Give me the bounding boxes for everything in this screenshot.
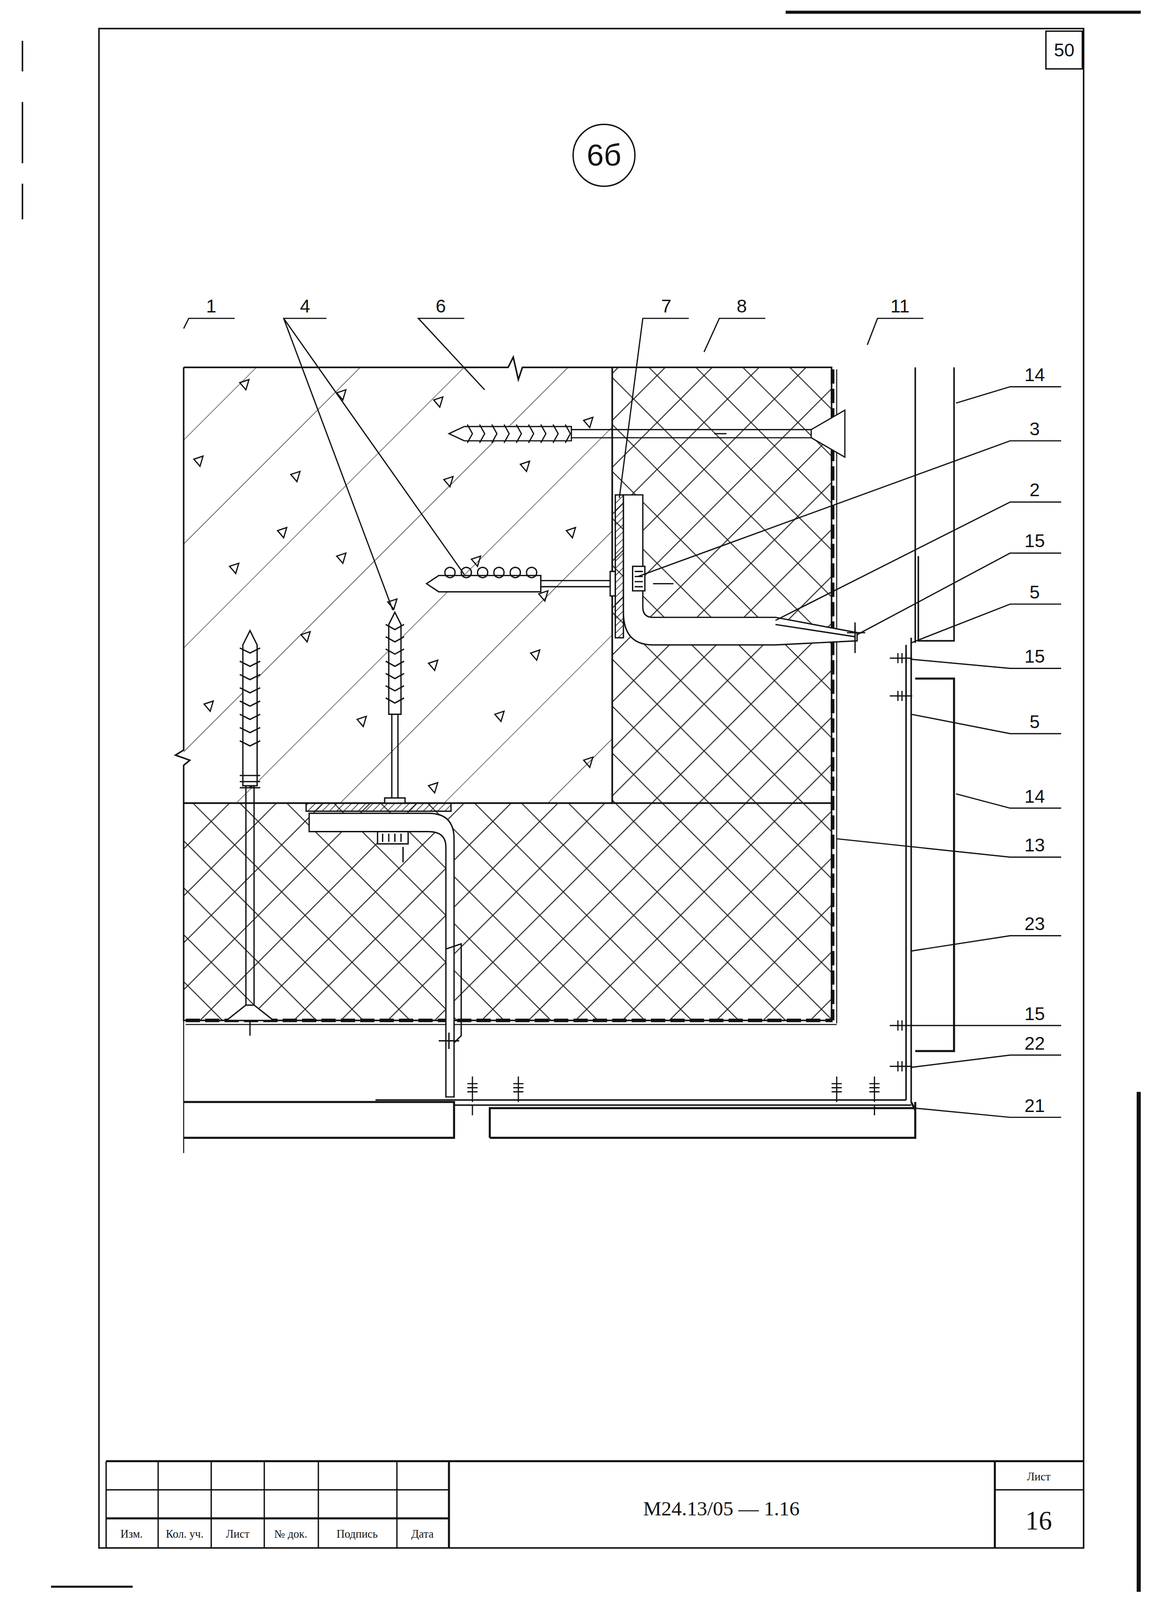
callout-number: 14: [1024, 365, 1045, 384]
callout-number: 22: [1024, 1033, 1045, 1052]
callout-number: 23: [1024, 914, 1045, 933]
callout-number: 13: [1024, 835, 1045, 854]
leader-lines: [183, 318, 1062, 1118]
detail-marker: 6б: [572, 123, 636, 187]
upper-bracket: [426, 494, 858, 653]
title-block-cell: Лист: [1027, 1470, 1051, 1483]
callout-number: 11: [890, 296, 910, 316]
callout-number: 2: [1029, 480, 1040, 499]
title-block-cell: Подпись: [336, 1528, 378, 1540]
title-block-cell: Лист: [225, 1528, 250, 1540]
membrane: [185, 369, 837, 1024]
cladding-and-profiles: [183, 367, 954, 1153]
title-block-cell: Изм.: [120, 1528, 143, 1540]
callout-number: 8: [736, 296, 747, 316]
screw-symbols: [467, 626, 913, 1116]
page-frame: [22, 12, 1141, 1592]
callout-number: 3: [1029, 419, 1040, 438]
page-number-box: 50: [1045, 30, 1083, 70]
title-block: [105, 1460, 1084, 1548]
lower-bracket: [226, 611, 462, 1097]
callout-number: 14: [1024, 786, 1045, 805]
node-text: 6б: [586, 139, 622, 171]
callout-number: 7: [661, 296, 672, 316]
title-block-cell: № док.: [274, 1528, 308, 1540]
callout-number: 15: [1024, 1003, 1045, 1023]
callout-number: 4: [300, 296, 311, 316]
title-block-cell: Кол. уч.: [165, 1528, 204, 1540]
node-text: 50: [1053, 40, 1075, 60]
sheet-number: 16: [1025, 1507, 1052, 1534]
callout-number: 5: [1029, 711, 1040, 731]
drawing-code: М24.13/05 — 1.16: [643, 1498, 800, 1519]
callout-number: 15: [1024, 646, 1045, 666]
callout-number: 6: [435, 296, 446, 316]
callout-number: 15: [1024, 531, 1045, 550]
concrete-wall: [175, 356, 613, 803]
title-block-cell: Дата: [411, 1528, 434, 1540]
insulation-dowel: [448, 410, 845, 457]
callout-number: 5: [1029, 582, 1040, 601]
insulation: [183, 367, 832, 1021]
callout-number: 1: [205, 296, 216, 316]
callout-number: 21: [1024, 1095, 1045, 1114]
